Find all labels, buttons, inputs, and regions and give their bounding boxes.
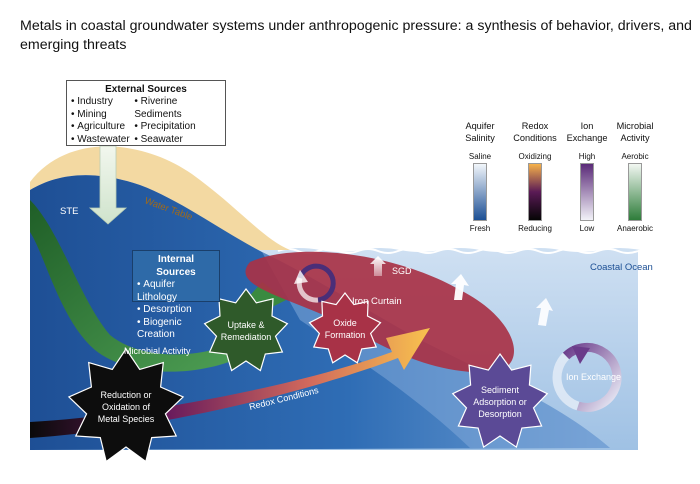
microbial-color-bar	[628, 163, 642, 221]
list-item: Agriculture	[71, 121, 134, 134]
legend-bottom-label: Reducing	[518, 224, 552, 233]
legend-title-line: Ion	[580, 121, 594, 131]
external-sources-arrow	[88, 145, 128, 225]
figure-title: Metals in coastal groundwater systems un…	[20, 18, 692, 53]
coastal-ocean-label: Coastal Ocean	[590, 262, 653, 273]
ion-exchange-label: Ion Exchange	[566, 372, 621, 382]
star-text-line: Uptake &	[227, 320, 264, 330]
star-text-line: Oxidation of	[102, 402, 151, 412]
legend-title-line: Salinity	[465, 133, 495, 143]
sgd-label: SGD	[392, 266, 412, 276]
water-table-band	[30, 146, 290, 250]
external-sources-list-1: Industry Mining Agriculture Wastewater	[71, 96, 134, 146]
legend-top-label: Aerobic	[621, 152, 649, 161]
star-text-line: Formation	[325, 330, 366, 340]
list-item: Desorption	[137, 304, 215, 317]
iron-curtain	[245, 251, 515, 373]
legend-title-line: Exchange	[566, 133, 608, 143]
wave-line	[277, 248, 639, 254]
iron-curtain-label: Iron Curtain	[352, 296, 402, 307]
external-sources-list-2: Riverine Sediments Precipitation Seawate…	[134, 96, 221, 146]
legend-title-salinity: Aquifer Salinity	[450, 120, 510, 144]
ste-label: STE	[60, 206, 78, 217]
star-text-line: Desorption	[478, 409, 522, 419]
redox-arrow	[30, 328, 430, 438]
list-item: Mining	[71, 109, 134, 122]
legend-title-microbial: Microbial Activity	[605, 120, 665, 144]
legend-title-ion: Ion Exchange	[557, 120, 617, 144]
list-item: Precipitation	[134, 121, 221, 134]
legend-bottom-label: Anaerobic	[616, 224, 654, 233]
star-text-line: Reduction or	[100, 390, 151, 400]
legend-title-line: Activity	[620, 133, 650, 143]
ion-exchange-color-bar	[580, 163, 594, 221]
cycle-arrow-icon	[294, 263, 336, 303]
legend-title-redox: Redox Conditions	[505, 120, 565, 144]
microbial-activity-label: Microbial Activity	[124, 346, 191, 356]
legend-title-line: Aquifer	[465, 121, 495, 131]
legend-title-line: Conditions	[513, 133, 557, 143]
list-item: Riverine Sediments	[134, 96, 221, 121]
salinity-color-bar	[473, 163, 487, 221]
list-item: Wastewater	[71, 134, 134, 147]
external-sources-box: External Sources Industry Mining Agricul…	[66, 80, 226, 146]
internal-sources-heading: Internal Sources	[156, 254, 196, 278]
sediment-adsorption-star	[451, 352, 549, 449]
list-item: Aquifer Lithology	[137, 279, 215, 304]
star-text-line: Oxide	[333, 318, 357, 328]
sgd-arrow	[370, 256, 386, 276]
legend-top-label: High	[578, 152, 596, 161]
external-sources-heading: External Sources	[105, 84, 187, 95]
legend-top-label: Oxidizing	[518, 152, 552, 161]
legend-bottom-label: Fresh	[469, 224, 491, 233]
list-item: Seawater	[134, 134, 221, 147]
sgd-arrow	[536, 298, 553, 326]
reduction-oxidation-star	[67, 347, 185, 463]
oxide-formation-star	[308, 292, 382, 364]
internal-sources-list: Aquifer Lithology Desorption Biogenic Cr…	[137, 279, 215, 342]
star-text-line: Metal Species	[98, 414, 155, 424]
star-text-line: Remediation	[221, 332, 272, 342]
sgd-arrow	[451, 274, 469, 300]
list-item: Industry	[71, 96, 134, 109]
internal-sources-box: Internal Sources Aquifer Lithology Desor…	[132, 250, 220, 340]
star-text-line: Sediment	[481, 385, 520, 395]
star-text-line: Adsorption or	[473, 397, 527, 407]
list-item: Biogenic Creation	[137, 317, 215, 342]
legend-title-line: Microbial	[616, 121, 654, 131]
ion-exchange-cycle-icon	[552, 342, 622, 412]
uptake-remediation-star	[203, 287, 289, 372]
redox-color-bar	[528, 163, 542, 221]
legend-top-label: Saline	[468, 152, 492, 161]
legend-title-line: Redox	[521, 121, 549, 131]
microbial-activity-band	[30, 200, 250, 372]
legend-bottom-label: Low	[579, 224, 595, 233]
